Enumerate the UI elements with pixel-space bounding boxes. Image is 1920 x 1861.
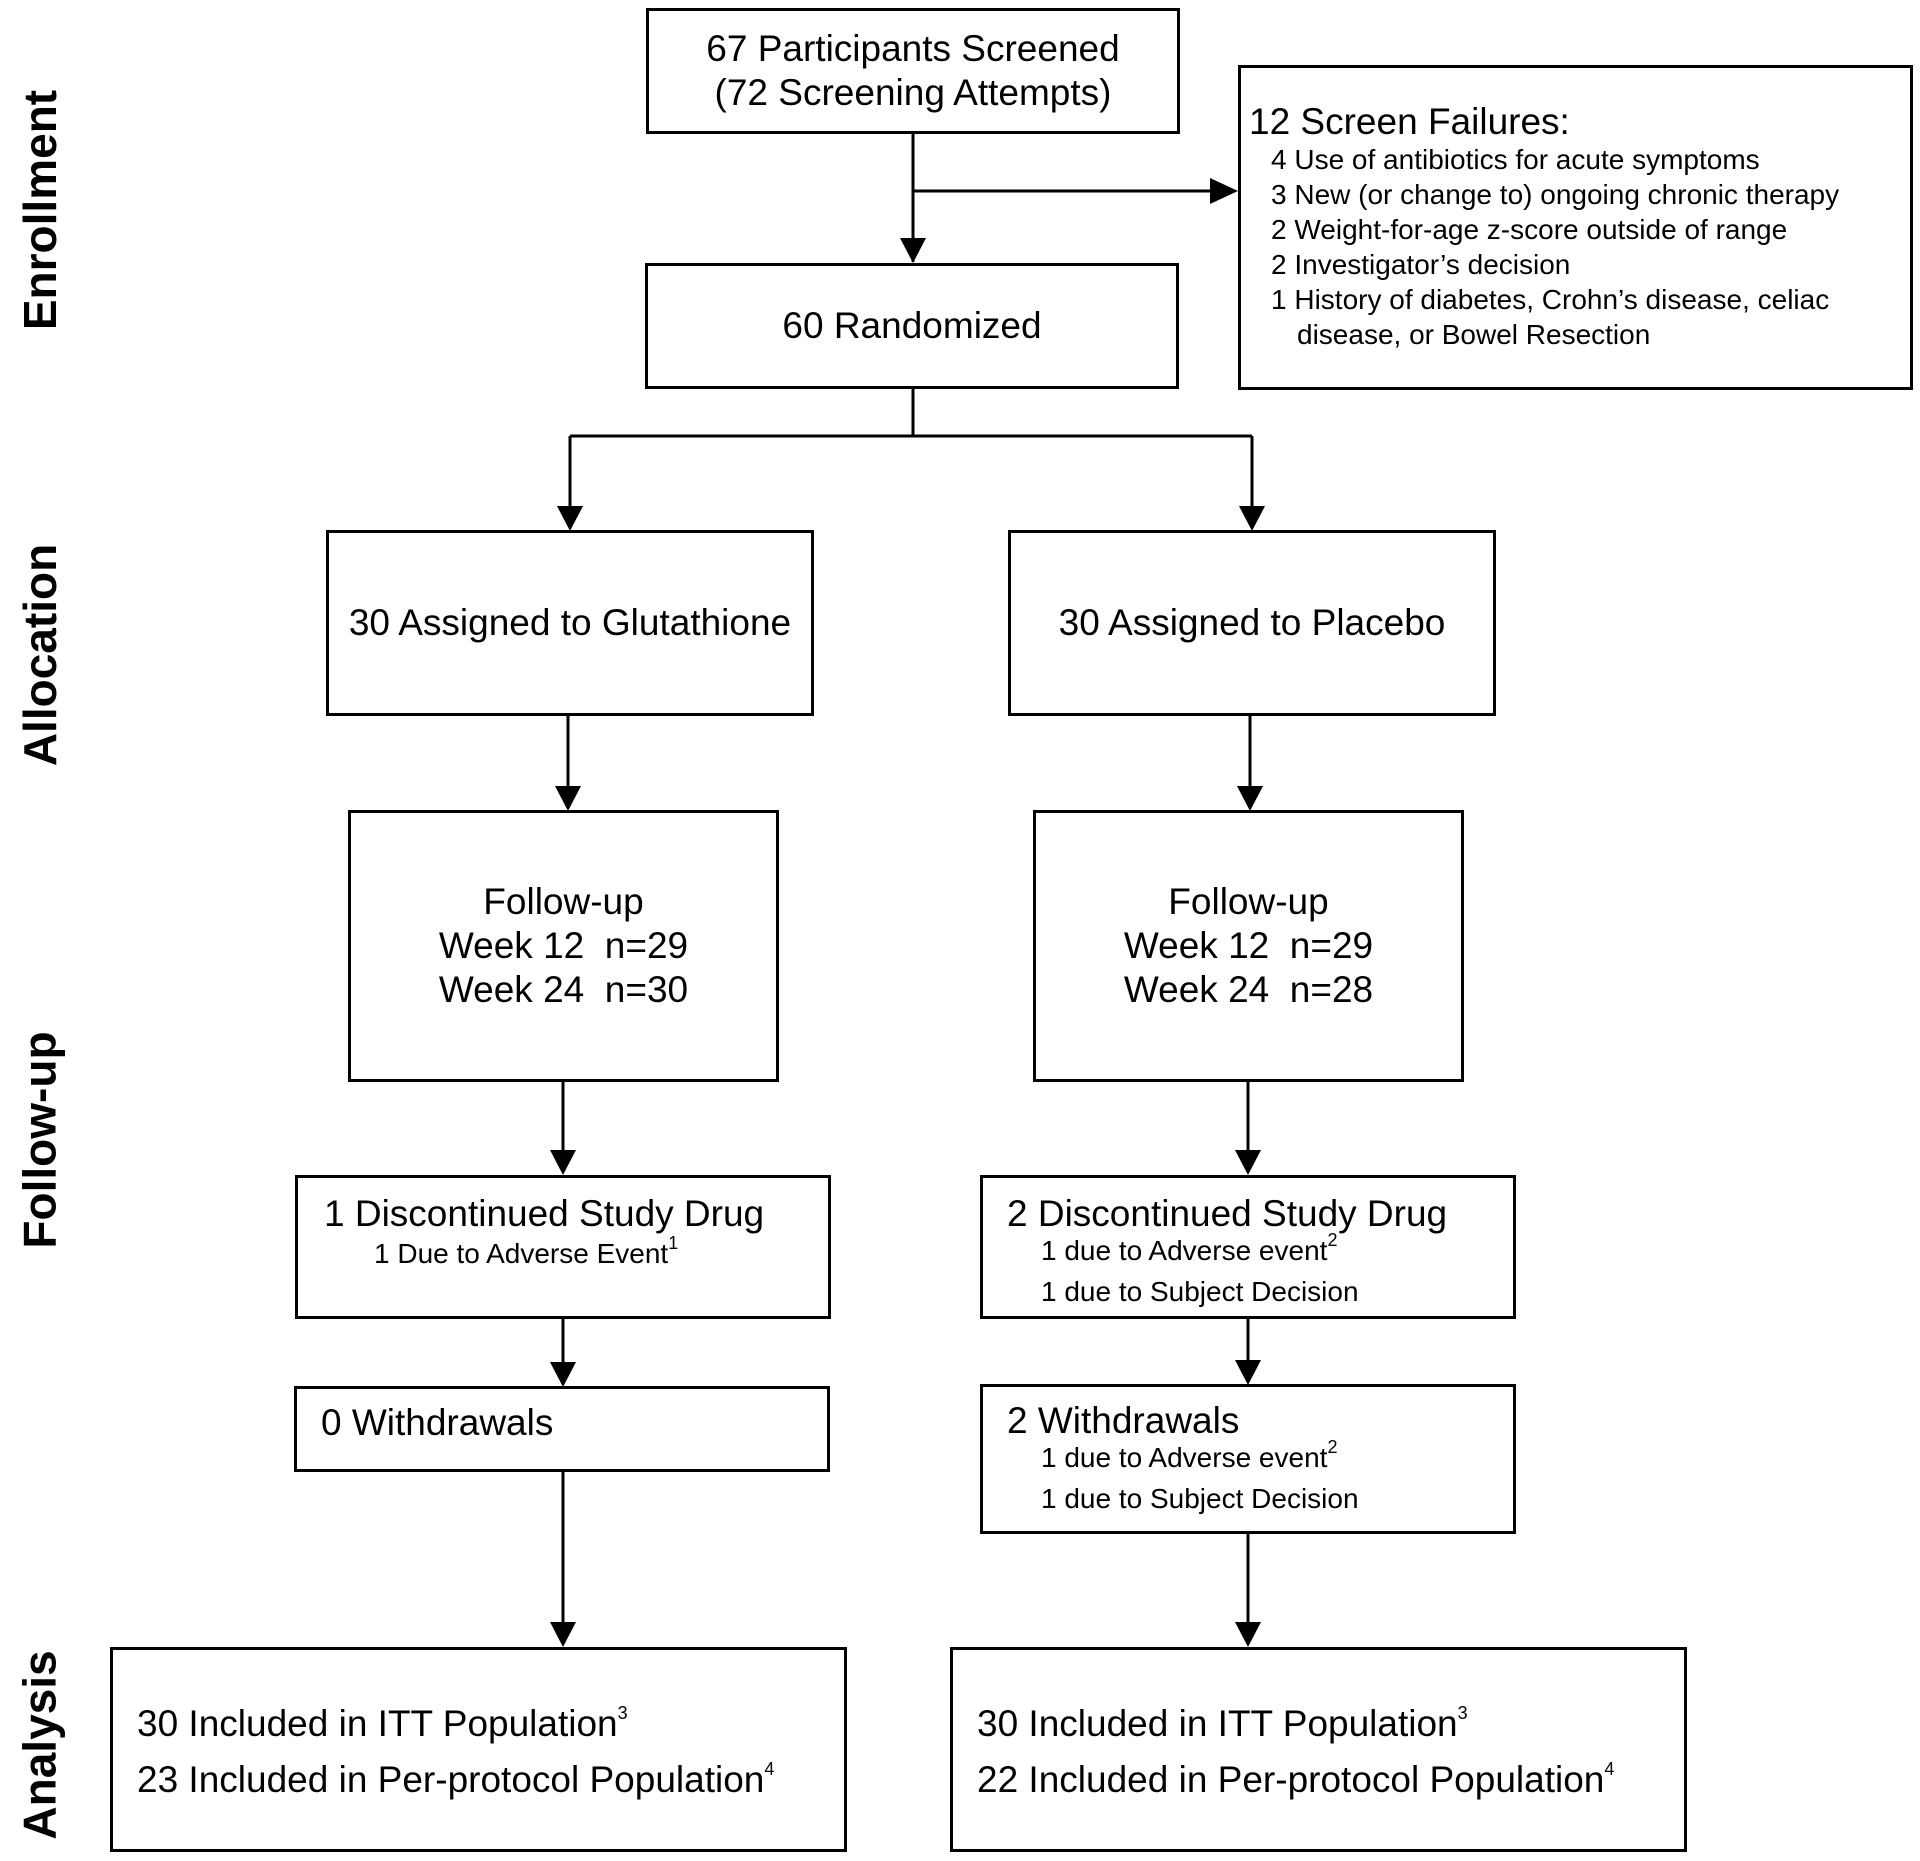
arrowhead: [1235, 1360, 1261, 1385]
itt-population: 30 Included in ITT Population3: [137, 1702, 628, 1744]
phase-label-allocation: Allocation: [14, 543, 66, 767]
placebo-withdrawals-box: 2 Withdrawals 1 due to Adverse event2 1 …: [980, 1384, 1516, 1534]
arrowhead: [550, 1622, 576, 1647]
list-item: 2 Weight-for-age z-score outside of rang…: [1271, 214, 1788, 245]
arrowhead: [1237, 786, 1263, 811]
arrowhead: [1235, 1622, 1261, 1647]
phase-label-analysis: Analysis: [14, 1650, 66, 1840]
week12-count: Week 12 n=29: [438, 925, 689, 966]
followup-title: Follow-up: [483, 881, 644, 922]
screen-failures-list: 4 Use of antibiotics for acute symptoms …: [1249, 142, 1910, 352]
arrowhead: [555, 786, 581, 811]
list-item-continuation: disease, or Bowel Resection: [1297, 319, 1651, 350]
glutathione-assigned-label: 30 Assigned to Glutathione: [348, 602, 792, 643]
glutathione-assigned-box: 30 Assigned to Glutathione: [326, 530, 814, 716]
phase-label-followup: Follow-up: [14, 1031, 66, 1249]
screened-box: 67 Participants Screened (72 Screening A…: [646, 8, 1180, 134]
placebo-followup-box: Follow-up Week 12 n=29 Week 24 n=28: [1033, 810, 1464, 1082]
withdrawals-title: 2 Withdrawals: [1007, 1400, 1240, 1441]
per-protocol-population: 22 Included in Per-protocol Population4: [977, 1758, 1615, 1800]
withdrawals-reasons: 1 due to Adverse event2 1 due to Subject…: [1041, 1436, 1359, 1514]
arrowhead: [1235, 1150, 1261, 1175]
arrowhead: [1210, 178, 1238, 204]
screened-count: 67 Participants Screened: [706, 28, 1120, 69]
phase-label-enrollment: Enrollment: [14, 89, 66, 331]
glutathione-discontinued-box: 1 Discontinued Study Drug 1 Due to Adver…: [295, 1175, 831, 1319]
week12-count: Week 12 n=29: [1123, 925, 1374, 966]
screen-failures-title: 12 Screen Failures:: [1249, 101, 1570, 142]
glutathione-analysis-box: 30 Included in ITT Population3 23 Includ…: [110, 1647, 847, 1852]
arrowhead: [550, 1150, 576, 1175]
screen-failures-box: 12 Screen Failures: 4 Use of antibiotics…: [1238, 65, 1913, 390]
week24-count: Week 24 n=30: [438, 969, 689, 1010]
screening-attempts: (72 Screening Attempts): [714, 72, 1112, 113]
glutathione-withdrawals-box: 0 Withdrawals: [294, 1386, 830, 1472]
list-item: 2 Investigator’s decision: [1271, 249, 1571, 280]
list-item: 4 Use of antibiotics for acute symptoms: [1271, 144, 1760, 175]
discontinued-reasons: 1 due to Adverse event2 1 due to Subject…: [1041, 1229, 1359, 1307]
placebo-assigned-box: 30 Assigned to Placebo: [1008, 530, 1496, 716]
arrowhead: [1239, 506, 1265, 531]
itt-population: 30 Included in ITT Population3: [977, 1702, 1468, 1744]
list-item: 1 History of diabetes, Crohn’s disease, …: [1271, 284, 1830, 315]
randomized-count: 60 Randomized: [782, 305, 1042, 346]
discontinued-title: 2 Discontinued Study Drug: [1007, 1193, 1448, 1234]
arrowhead: [550, 1362, 576, 1387]
withdrawals-title: 0 Withdrawals: [321, 1402, 554, 1443]
placebo-analysis-box: 30 Included in ITT Population3 22 Includ…: [950, 1647, 1687, 1852]
placebo-assigned-label: 30 Assigned to Placebo: [1058, 602, 1446, 643]
per-protocol-population: 23 Included in Per-protocol Population4: [137, 1758, 775, 1800]
arrowhead: [900, 238, 926, 263]
followup-title: Follow-up: [1168, 881, 1329, 922]
week24-count: Week 24 n=28: [1123, 969, 1374, 1010]
randomized-box: 60 Randomized: [645, 263, 1179, 389]
discontinued-title: 1 Discontinued Study Drug: [324, 1193, 765, 1234]
arrowhead: [557, 506, 583, 531]
glutathione-followup-box: Follow-up Week 12 n=29 Week 24 n=30: [348, 810, 779, 1082]
list-item: 3 New (or change to) ongoing chronic the…: [1271, 179, 1840, 210]
discontinued-reason: 1 Due to Adverse Event1: [374, 1232, 679, 1269]
placebo-discontinued-box: 2 Discontinued Study Drug 1 due to Adver…: [980, 1175, 1516, 1319]
